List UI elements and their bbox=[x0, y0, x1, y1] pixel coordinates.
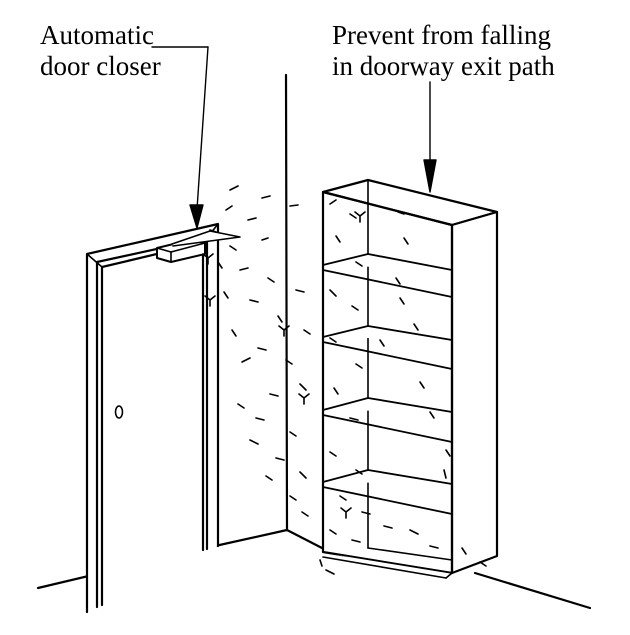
fall-path-dash bbox=[261, 237, 269, 241]
fall-path-dash bbox=[225, 205, 233, 211]
fall-path-dash bbox=[247, 217, 257, 221]
fall-path-dash bbox=[255, 417, 265, 421]
fall-path-dash bbox=[379, 339, 385, 347]
fall-path-dash bbox=[257, 347, 267, 351]
fall-path-dash bbox=[409, 529, 419, 535]
fall-path-dash bbox=[333, 387, 339, 395]
door-knob-icon bbox=[114, 405, 124, 419]
fall-path-dash bbox=[355, 363, 363, 369]
bookcase-front bbox=[321, 190, 454, 575]
fall-path-mark bbox=[202, 253, 214, 265]
fall-path-dash bbox=[479, 561, 487, 567]
fall-path-dash bbox=[325, 569, 335, 575]
fall-path-dashes bbox=[202, 185, 487, 575]
fall-path-dash bbox=[223, 291, 229, 299]
fall-path-dash bbox=[319, 559, 323, 567]
arrow-icon bbox=[423, 159, 437, 193]
fall-path-dash bbox=[217, 261, 223, 269]
fall-path-dash bbox=[429, 545, 439, 549]
fall-path-dash bbox=[295, 289, 305, 293]
fall-path-dash bbox=[303, 329, 311, 335]
fall-path-dash bbox=[277, 315, 283, 323]
fall-path-dash bbox=[267, 277, 275, 283]
fall-path-dash bbox=[355, 261, 363, 267]
fall-path-dash bbox=[229, 245, 237, 251]
fall-path-dash bbox=[351, 539, 361, 543]
fall-path-dash bbox=[231, 329, 237, 337]
fall-path-mark bbox=[204, 295, 216, 307]
fall-path-dash bbox=[335, 235, 341, 243]
fall-path-dash bbox=[383, 525, 393, 529]
door-closer-label-line1: Automatic bbox=[40, 20, 154, 50]
arrow-icon bbox=[189, 204, 204, 229]
falling-leader bbox=[423, 81, 437, 193]
prevent-falling-label-line1: Prevent from falling bbox=[332, 20, 551, 50]
fall-path-dash bbox=[413, 323, 419, 331]
fall-path-dash bbox=[241, 357, 251, 363]
bookcase-side bbox=[450, 210, 499, 575]
floor-line-left-back bbox=[213, 528, 289, 548]
fall-path-dash bbox=[443, 469, 447, 479]
fall-path-dash bbox=[397, 211, 405, 215]
fall-path-dash bbox=[339, 495, 347, 501]
door bbox=[85, 222, 220, 614]
fall-path-dash bbox=[301, 511, 309, 517]
fall-path-dash bbox=[349, 417, 359, 421]
fall-path-dash bbox=[349, 213, 357, 219]
wall-corner-line bbox=[284, 73, 289, 532]
fall-path-mark bbox=[298, 393, 310, 405]
fall-path-dash bbox=[289, 204, 299, 207]
fall-path-dash bbox=[265, 475, 273, 481]
bookcase-top bbox=[321, 178, 499, 227]
fall-path-dash bbox=[261, 195, 271, 199]
fall-path-mark bbox=[354, 211, 366, 223]
shelves bbox=[322, 253, 453, 515]
fall-path-dash bbox=[329, 529, 337, 535]
door-closer bbox=[156, 230, 241, 263]
fall-path-dash bbox=[269, 393, 279, 397]
fall-path-dash bbox=[275, 457, 285, 461]
fall-path-dash bbox=[355, 469, 363, 475]
fall-path-dash bbox=[329, 337, 337, 343]
fall-path-dash bbox=[445, 449, 451, 457]
fall-path-dash bbox=[403, 237, 409, 245]
fall-path-dash bbox=[249, 439, 259, 445]
prevent-falling-label-line2: in doorway exit path bbox=[332, 51, 555, 81]
fall-path-dash bbox=[461, 547, 467, 555]
prevent-falling-label: Prevent from falling in doorway exit pat… bbox=[332, 20, 555, 82]
fall-path-dash bbox=[399, 297, 405, 305]
bookcase bbox=[321, 178, 499, 579]
fall-path-mark bbox=[340, 507, 352, 519]
fall-path-dash bbox=[239, 267, 249, 271]
fall-path-dash bbox=[329, 199, 337, 205]
fall-path-dash bbox=[289, 431, 297, 437]
fall-path-dash bbox=[429, 411, 435, 419]
fall-path-dash bbox=[395, 277, 401, 285]
fall-path-dash bbox=[419, 381, 425, 389]
fall-path-dash bbox=[351, 305, 359, 311]
fall-path-dash bbox=[329, 451, 337, 457]
fall-path-dash bbox=[237, 403, 245, 409]
fall-path-dash bbox=[299, 383, 307, 391]
fall-path-dash bbox=[209, 229, 217, 233]
door-closer-leader bbox=[151, 46, 209, 229]
fall-path-mark bbox=[278, 325, 290, 337]
fall-path-dash bbox=[285, 359, 293, 365]
floor-line-corner bbox=[285, 528, 324, 550]
floor-line-right bbox=[473, 571, 592, 610]
fall-path-dash bbox=[229, 185, 239, 191]
fall-path-dash bbox=[361, 511, 371, 515]
fall-path-dash bbox=[249, 299, 259, 303]
fall-path-dash bbox=[289, 495, 297, 501]
door-closer-label-line2: door closer bbox=[40, 51, 161, 81]
door-leaf bbox=[100, 241, 205, 607]
fall-path-dash bbox=[329, 289, 337, 297]
door-closer-label: Automatic door closer bbox=[40, 20, 161, 82]
fall-path-dash bbox=[299, 471, 307, 479]
